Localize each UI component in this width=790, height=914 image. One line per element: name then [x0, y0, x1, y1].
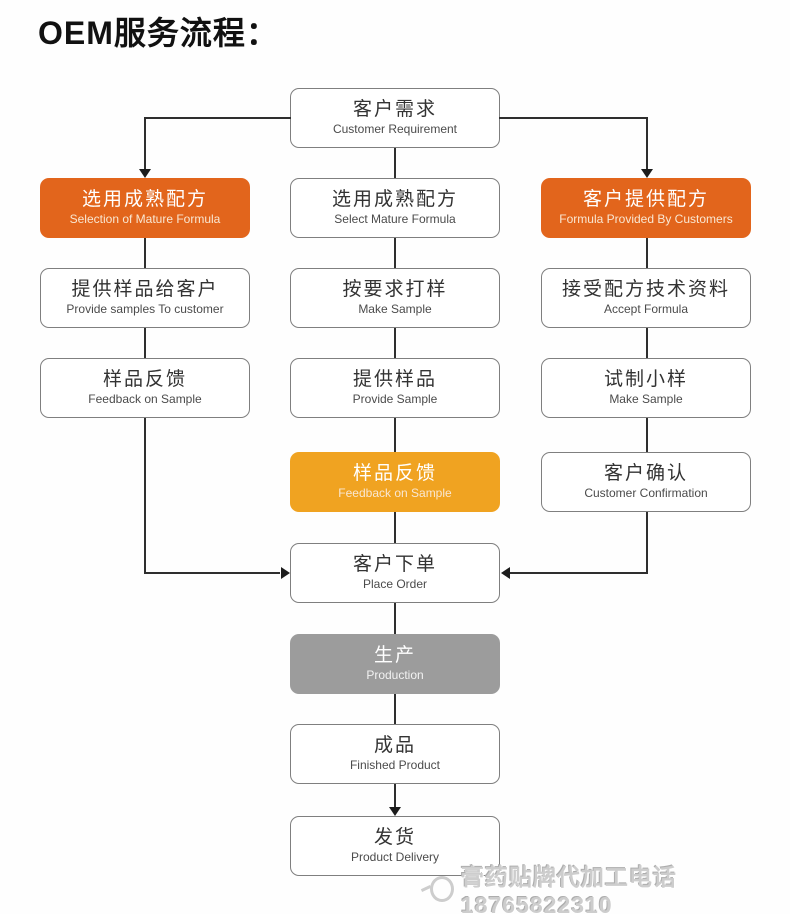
- arrow-right-icon: [281, 567, 290, 579]
- watermark-text: 膏药贴牌代加工电话18765822310: [460, 864, 677, 914]
- node-label-en: Accept Formula: [603, 301, 689, 316]
- node-label-zh: 客户下单: [352, 553, 437, 575]
- node-label-zh: 提供样品: [352, 368, 437, 390]
- connector-line: [510, 572, 648, 574]
- node-label-zh: 接受配方技术资料: [561, 278, 730, 300]
- node-label-zh: 选用成熟配方: [331, 188, 458, 210]
- node-label-zh: 发货: [373, 826, 416, 848]
- node-label-zh: 成品: [373, 734, 416, 756]
- node-label-en: Customer Confirmation: [584, 485, 708, 500]
- connector-line: [394, 148, 396, 178]
- node-label-en: Product Delivery: [350, 849, 440, 864]
- node-label-en: Feedback on Sample: [88, 391, 202, 406]
- connector-line: [144, 328, 146, 358]
- node-label-en: Production: [366, 667, 424, 682]
- node-make-small-sample: 试制小样 Make Sample: [541, 358, 751, 418]
- connector-line: [394, 238, 396, 268]
- node-product-delivery: 发货 Product Delivery: [290, 816, 500, 876]
- node-place-order: 客户下单 Place Order: [290, 543, 500, 603]
- node-label-en: Formula Provided By Customers: [559, 211, 733, 226]
- node-label-zh: 客户提供配方: [582, 188, 709, 210]
- page-title: OEM服务流程：: [38, 15, 279, 51]
- connector-line: [646, 238, 648, 268]
- arrow-down-icon: [641, 169, 653, 178]
- node-label-zh: 生产: [373, 644, 416, 666]
- node-label-en: Selection of Mature Formula: [69, 211, 221, 226]
- node-accept-formula: 接受配方技术资料 Accept Formula: [541, 268, 751, 328]
- node-label-zh: 客户需求: [352, 98, 437, 120]
- connector-line: [394, 694, 396, 724]
- node-label-en: Customer Requirement: [332, 121, 458, 136]
- connector-line: [646, 418, 648, 452]
- node-label-zh: 选用成熟配方: [81, 188, 208, 210]
- node-selection-of-mature-formula: 选用成熟配方 Selection of Mature Formula: [40, 178, 250, 238]
- connector-line: [394, 603, 396, 634]
- connector-line: [646, 512, 648, 574]
- arrow-left-icon: [501, 567, 510, 579]
- node-provide-samples-to-customer: 提供样品给客户 Provide samples To customer: [40, 268, 250, 328]
- connector-line: [394, 418, 396, 452]
- node-select-mature-formula: 选用成熟配方 Select Mature Formula: [290, 178, 500, 238]
- connector-line: [144, 418, 146, 574]
- node-label-zh: 试制小样: [603, 368, 688, 390]
- arrow-down-icon: [389, 807, 401, 816]
- watermark-logo-icon: [430, 875, 454, 902]
- node-customer-confirmation: 客户确认 Customer Confirmation: [541, 452, 751, 512]
- node-label-en: Make Sample: [358, 301, 432, 316]
- node-label-en: Provide Sample: [352, 391, 438, 406]
- node-label-en: Provide samples To customer: [66, 301, 224, 316]
- connector-line: [144, 117, 146, 170]
- connector-line: [144, 117, 291, 119]
- arrow-down-icon: [139, 169, 151, 178]
- node-provide-sample: 提供样品 Provide Sample: [290, 358, 500, 418]
- node-label-zh: 样品反馈: [102, 368, 187, 390]
- node-label-zh: 按要求打样: [342, 278, 448, 300]
- node-label-zh: 提供样品给客户: [71, 278, 219, 300]
- node-label-en: Make Sample: [609, 391, 683, 406]
- connector-line: [394, 512, 396, 543]
- connector-line: [646, 328, 648, 358]
- node-feedback-on-sample-left: 样品反馈 Feedback on Sample: [40, 358, 250, 418]
- node-label-en: Place Order: [362, 576, 428, 591]
- node-finished-product: 成品 Finished Product: [290, 724, 500, 784]
- node-label-en: Feedback on Sample: [338, 485, 452, 500]
- node-label-zh: 客户确认: [603, 462, 688, 484]
- node-formula-provided-by-customers: 客户提供配方 Formula Provided By Customers: [541, 178, 751, 238]
- node-make-sample-on-request: 按要求打样 Make Sample: [290, 268, 500, 328]
- node-label-en: Select Mature Formula: [334, 211, 456, 226]
- connector-line: [646, 117, 648, 170]
- node-label-en: Finished Product: [349, 757, 441, 772]
- connector-line: [394, 328, 396, 358]
- connector-line: [144, 572, 280, 574]
- watermark: 膏药贴牌代加工电话18765822310: [430, 858, 790, 914]
- node-production: 生产 Production: [290, 634, 500, 694]
- connector-line: [499, 117, 647, 119]
- node-label-zh: 样品反馈: [352, 462, 437, 484]
- connector-line: [394, 784, 396, 808]
- node-feedback-on-sample-mid: 样品反馈 Feedback on Sample: [290, 452, 500, 512]
- node-customer-requirement: 客户需求 Customer Requirement: [290, 88, 500, 148]
- connector-line: [144, 238, 146, 268]
